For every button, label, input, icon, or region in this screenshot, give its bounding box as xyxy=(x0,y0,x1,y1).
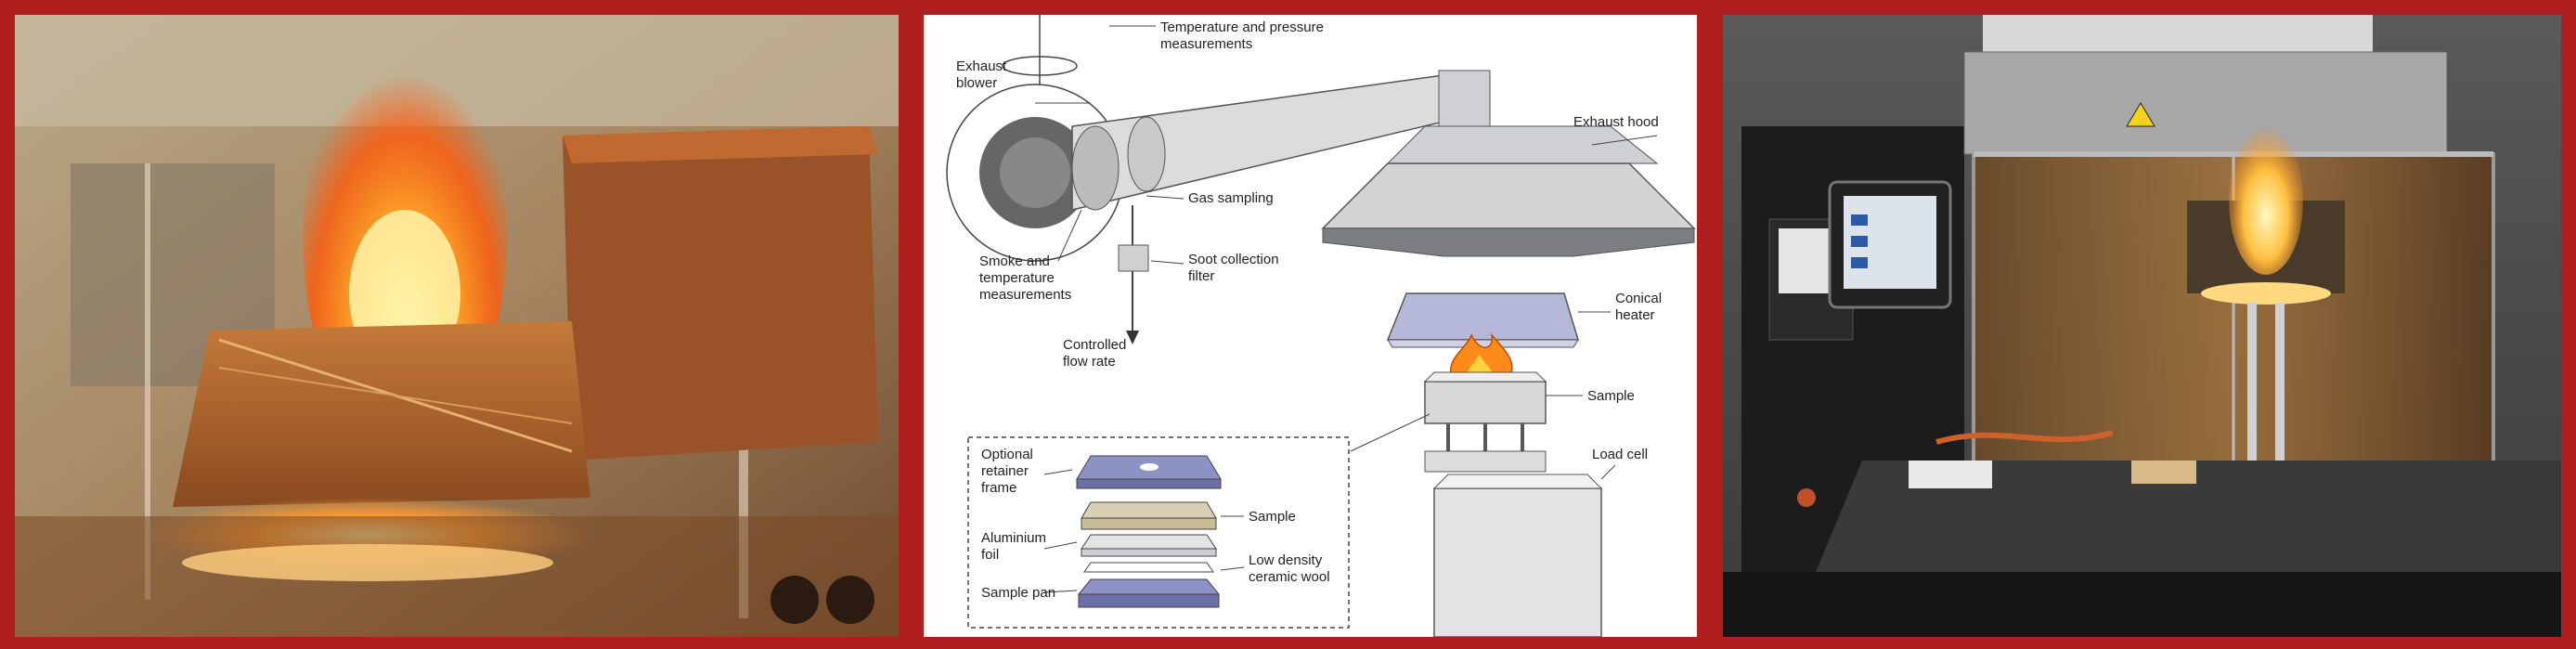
label-gas-sampling: Gas sampling xyxy=(1188,190,1274,206)
label-smoke-temp-3: measurements xyxy=(979,287,1071,303)
label-inset-sample: Sample xyxy=(1249,509,1296,525)
schematic-drawing: Temperature and pressure measurements Ex… xyxy=(946,15,1696,637)
label-retainer-frame-2: retainer xyxy=(981,463,1029,479)
label-exhaust-blower-2: blower xyxy=(956,75,997,91)
conical-heater-shape xyxy=(1386,292,1580,341)
label-aluminium-foil-1: Aluminium xyxy=(981,530,1046,546)
label-controlled-flow-2: flow rate xyxy=(1063,354,1116,370)
sample-block-shape xyxy=(1424,381,1547,424)
label-ceramic-wool-1: Low density xyxy=(1249,552,1323,568)
label-exhaust-hood: Exhaust hood xyxy=(1573,114,1659,130)
cone-calorimeter-schematic: Temperature and pressure measurements Ex… xyxy=(924,15,1697,637)
label-temp-pressure-1: Temperature and pressure xyxy=(1160,19,1324,35)
load-cell-shape xyxy=(1433,487,1602,637)
label-retainer-frame-1: Optional xyxy=(981,447,1033,462)
label-smoke-temp-2: temperature xyxy=(979,270,1055,286)
label-ceramic-wool-2: ceramic wool xyxy=(1249,569,1330,585)
label-conical-heater-1: Conical xyxy=(1615,291,1662,306)
label-sample-pan: Sample pan xyxy=(981,585,1055,601)
label-sample: Sample xyxy=(1587,388,1635,404)
label-temp-pressure-2: measurements xyxy=(1160,36,1252,52)
photo-cone-calorimeter-burning xyxy=(15,15,899,637)
label-retainer-frame-3: frame xyxy=(981,480,1016,496)
photo-cone-calorimeter-apparatus xyxy=(1723,15,2561,637)
label-controlled-flow-1: Controlled xyxy=(1063,337,1126,353)
label-aluminium-foil-2: foil xyxy=(981,547,999,563)
exhaust-hood-shape xyxy=(1438,70,1491,127)
burning-test-photo xyxy=(15,15,899,637)
label-soot-filter-1: Soot collection xyxy=(1188,252,1279,267)
sample-holder-inset xyxy=(967,436,1350,629)
label-soot-filter-2: filter xyxy=(1188,268,1214,284)
label-conical-heater-2: heater xyxy=(1615,307,1655,323)
label-exhaust-blower-1: Exhaust xyxy=(956,58,1007,74)
apparatus-photo xyxy=(1723,15,2561,637)
label-load-cell: Load cell xyxy=(1592,447,1648,462)
label-smoke-temp-1: Smoke and xyxy=(979,253,1050,269)
